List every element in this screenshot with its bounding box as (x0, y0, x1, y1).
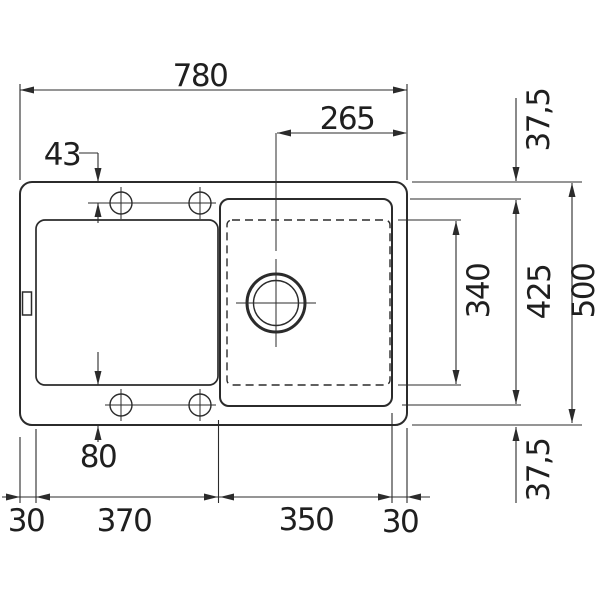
arrowhead-up (568, 183, 576, 197)
dim-label-37-5-bottom: 37,5 (521, 438, 557, 501)
dim-label-43: 43 (44, 137, 80, 173)
dim-bowl-inner-length: 340 (452, 221, 497, 384)
dim-label-340: 340 (461, 264, 497, 319)
arrowhead-up (512, 200, 520, 214)
dim-bowl-length: 425 (512, 200, 558, 404)
dim-label-370: 370 (97, 503, 152, 539)
dim-label-265: 265 (320, 101, 375, 137)
dim-bottom-rim: 37,5 (512, 427, 557, 503)
dim-label-30-left: 30 (8, 503, 44, 539)
top-hole-2 (188, 191, 212, 215)
dim-bottom-holes-zone: 80 (80, 352, 118, 475)
arrowhead-right (393, 129, 407, 137)
arrowhead-down (512, 390, 520, 404)
arrowhead-down (568, 409, 576, 423)
dim-label-80: 80 (80, 439, 116, 475)
dim-total-width: 780 (19, 58, 408, 180)
bowl-bottom-dashed-outline (226, 219, 391, 386)
arrowhead-right-370 (204, 493, 218, 501)
arrowhead-left-370 (36, 493, 50, 501)
arrowhead-left (20, 86, 34, 94)
dim-top-rim: 37,5 (512, 88, 557, 181)
drainer-recess-outline (35, 219, 219, 386)
arrowhead-down (94, 168, 102, 182)
dim-bottom-chain: 30 370 350 30 (2, 413, 430, 540)
dim-top-holes-offset: 43 (44, 137, 102, 223)
dim-label-37-5-top: 37,5 (521, 88, 557, 151)
arrowhead-up (452, 221, 460, 235)
dim-drain-offset: 265 (277, 101, 407, 137)
arrowhead-down (94, 371, 102, 385)
arrowhead-right (393, 86, 407, 94)
overflow-detail (21, 291, 33, 316)
dim-label-425: 425 (522, 265, 558, 320)
bottom-hole-1 (109, 393, 133, 417)
bottom-hole-2 (188, 393, 212, 417)
sink-outlines (19, 133, 408, 426)
top-hole-1 (109, 191, 133, 215)
dim-label-350: 350 (279, 502, 334, 538)
arrowhead-outside-right (407, 493, 421, 501)
right-extension-lines (398, 181, 582, 426)
arrowhead-left-350 (220, 493, 234, 501)
arrowhead-outside-left (6, 493, 20, 501)
arrowhead-down (452, 370, 460, 384)
arrowhead-up (512, 427, 520, 441)
arrowhead-up (94, 426, 102, 440)
sink-outer-outline (19, 181, 408, 426)
arrowhead-up (94, 203, 102, 217)
dim-label-780: 780 (173, 58, 228, 94)
dim-total-depth: 500 (566, 183, 600, 423)
bowl-outline (219, 198, 393, 407)
arrowhead-down (512, 167, 520, 181)
arrowhead-right-350 (378, 493, 392, 501)
arrowhead-left (277, 129, 291, 137)
dim-label-500: 500 (566, 264, 600, 319)
dim-label-30-right: 30 (382, 504, 418, 540)
